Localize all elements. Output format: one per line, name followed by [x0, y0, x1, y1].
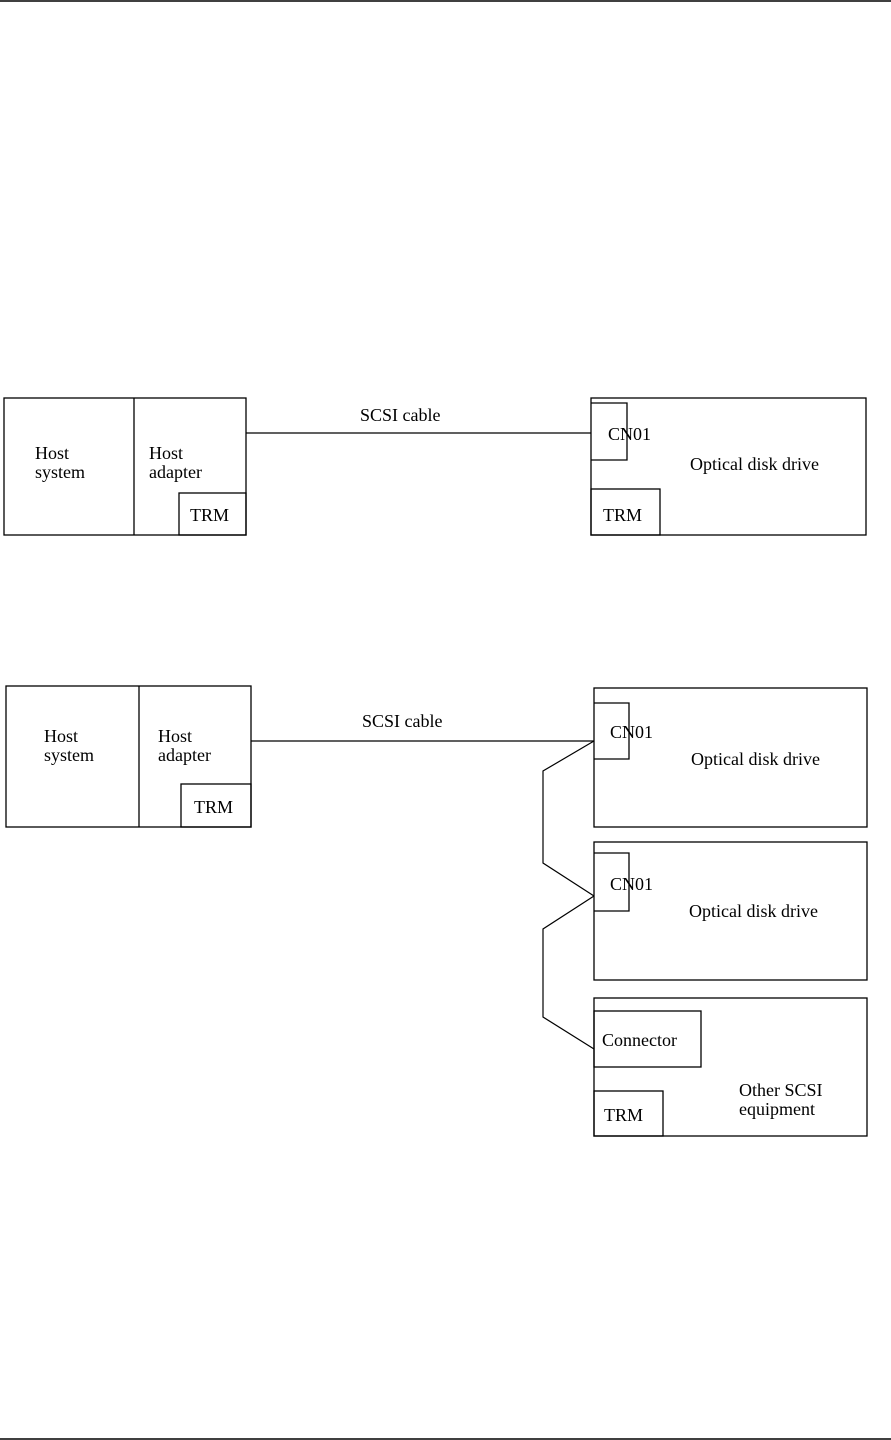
other-terminator-label: TRM [604, 1105, 643, 1125]
other-connector-box [593, 1010, 702, 1068]
drive-label: Optical disk drive [690, 454, 819, 474]
host-terminator-box-2 [180, 783, 252, 828]
drive1-label: Optical disk drive [691, 749, 820, 769]
optical-drive-block-2: CN01 Optical disk drive [593, 841, 868, 981]
chain-cable-drive2-to-other [542, 895, 595, 1050]
other-terminator-box [593, 1090, 664, 1137]
drive1-connector-label: CN01 [610, 722, 653, 742]
drive-connector-label: CN01 [608, 424, 651, 444]
other-connector-label: Connector [602, 1030, 677, 1050]
scsi-cable-label-2: SCSI cable [362, 711, 443, 731]
host-terminator-label-2: TRM [194, 797, 233, 817]
host-terminator-label: TRM [190, 505, 229, 525]
drive-connector-bracket [591, 402, 628, 461]
host-outer-box [3, 397, 247, 536]
host-terminator-box [178, 492, 247, 536]
drive-outer-box [590, 397, 867, 536]
drive1-connector-bracket [594, 702, 630, 760]
drive1-outer-box [593, 687, 868, 828]
chain-cable-drive1-to-drive2 [542, 740, 595, 897]
drive2-connector-label: CN01 [610, 874, 653, 894]
drive-terminator-box [590, 488, 661, 536]
drive2-connector-bracket [594, 852, 630, 912]
optical-drive-block: CN01 Optical disk drive TRM [590, 397, 867, 536]
drive2-label: Optical disk drive [689, 901, 818, 921]
optical-drive-block-1: CN01 Optical disk drive [593, 687, 868, 828]
drive-terminator-label: TRM [603, 505, 642, 525]
scsi-cable-label: SCSI cable [360, 405, 441, 425]
host-outer-box-2 [5, 685, 252, 828]
